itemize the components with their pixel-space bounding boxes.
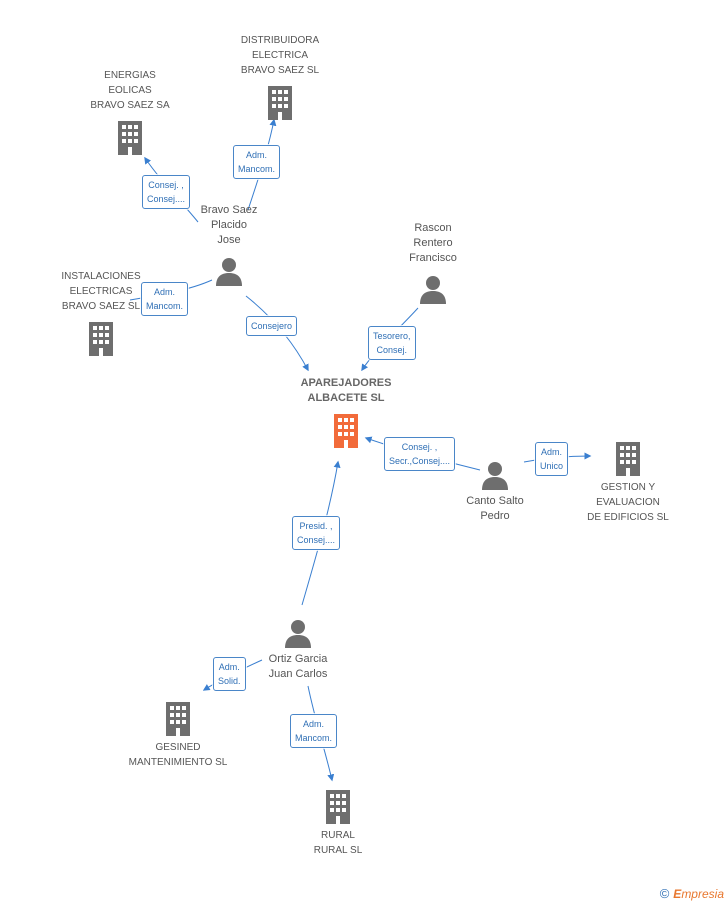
node-canto-label: Canto Salto Pedro — [466, 495, 524, 522]
building-icon — [616, 442, 640, 476]
node-rascon[interactable]: Rascon Rentero Francisco — [388, 221, 478, 304]
node-main[interactable]: APAREJADORES ALBACETE SL — [288, 376, 404, 448]
node-distribuidora[interactable]: DISTRIBUIDORA ELECTRICA BRAVO SAEZ SL — [228, 33, 332, 120]
brand-initial: E — [673, 886, 682, 901]
node-bravo-label: Bravo Saez Placido Jose — [200, 204, 258, 246]
node-gesined-label: GESINED MANTENIMIENTO SL — [128, 742, 228, 768]
building-icon — [89, 322, 113, 356]
rel-ortiz-rural[interactable]: Adm. Mancom. — [290, 714, 338, 748]
node-canto[interactable]: Canto Salto Pedro — [450, 460, 540, 524]
node-energias-label: ENERGIAS EOLICAS BRAVO SAEZ SA — [90, 70, 170, 111]
node-instalaciones-label: INSTALACIONES ELECTRICAS BRAVO SAEZ SL — [61, 271, 141, 312]
node-rural[interactable]: RURAL RURAL SL — [288, 788, 388, 858]
node-ortiz-label: Ortiz Garcia Juan Carlos — [268, 653, 328, 680]
building-icon — [118, 121, 142, 155]
building-icon — [268, 86, 292, 120]
rel-canto-main[interactable]: Consej. , Secr.,Consej.... — [384, 437, 456, 471]
rel-bravo-main[interactable]: Consejero — [246, 316, 298, 336]
building-icon — [326, 790, 350, 824]
rel-rascon-main[interactable]: Tesorero, Consej. — [368, 326, 416, 360]
rel-bravo-energias[interactable]: Consej. , Consej.... — [142, 175, 191, 209]
person-icon — [285, 620, 311, 648]
rel-canto-gestion[interactable]: Adm. Unico — [535, 442, 569, 476]
node-distribuidora-label: DISTRIBUIDORA ELECTRICA BRAVO SAEZ SL — [240, 35, 320, 76]
node-gestion-label: GESTION Y EVALUACION DE EDIFICIOS SL — [587, 482, 669, 523]
building-icon — [334, 414, 358, 448]
rel-bravo-distribuidora[interactable]: Adm. Mancom. — [233, 145, 281, 179]
person-icon — [482, 462, 508, 490]
node-ortiz[interactable]: Ortiz Garcia Juan Carlos — [252, 618, 344, 682]
node-gesined[interactable]: GESINED MANTENIMIENTO SL — [122, 700, 234, 770]
copyright-symbol: © — [659, 886, 670, 901]
node-rural-label: RURAL RURAL SL — [313, 830, 363, 856]
rel-bravo-instalaciones[interactable]: Adm. Mancom. — [141, 282, 189, 316]
building-icon — [166, 702, 190, 736]
node-instalaciones[interactable]: INSTALACIONES ELECTRICAS BRAVO SAEZ SL — [48, 269, 154, 356]
person-icon — [216, 258, 242, 286]
rel-ortiz-main[interactable]: Presid. , Consej.... — [292, 516, 341, 550]
brand-name: mpresia — [681, 886, 724, 901]
node-bravo[interactable]: Bravo Saez Placido Jose — [184, 203, 274, 286]
node-gestion[interactable]: GESTION Y EVALUACION DE EDIFICIOS SL — [578, 440, 678, 525]
node-main-label: APAREJADORES ALBACETE SL — [300, 377, 392, 404]
person-icon — [420, 276, 446, 304]
rel-ortiz-gesined[interactable]: Adm. Solid. — [213, 657, 246, 691]
node-energias[interactable]: ENERGIAS EOLICAS BRAVO SAEZ SA — [80, 68, 180, 155]
node-rascon-label: Rascon Rentero Francisco — [409, 222, 457, 264]
